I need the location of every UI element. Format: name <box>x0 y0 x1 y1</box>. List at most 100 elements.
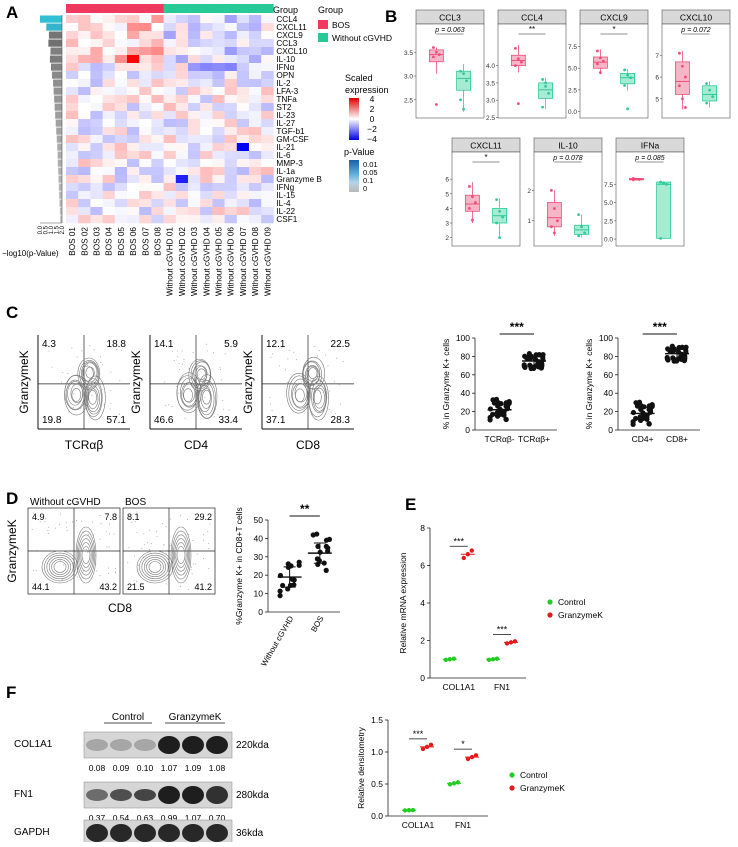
heatmap-cell <box>249 87 262 96</box>
chart-point <box>469 548 474 553</box>
dot-category: TCRαβ- <box>485 434 515 444</box>
heatmap-cell <box>175 151 189 160</box>
flow-d-dot <box>99 514 101 516</box>
heatmap-cell <box>212 71 225 80</box>
flow-d-contour <box>80 542 92 568</box>
flow-dot <box>270 356 272 358</box>
flow-q1-label: 12.1 <box>266 339 286 350</box>
heatmap-cell <box>261 79 274 88</box>
heatmap-cell <box>188 127 201 136</box>
boxplot-title: CXCL9 <box>600 13 628 23</box>
heatmap-cell <box>175 167 189 176</box>
pvalue-tick: 0.0 <box>38 225 44 234</box>
gene-label: IFNg <box>276 183 294 192</box>
boxplot-point <box>435 103 438 106</box>
dot-tick: 40 <box>254 533 264 543</box>
chart-category: COL1A1 <box>442 682 475 692</box>
flow-dot <box>61 381 63 383</box>
heatmap-cell <box>66 175 79 184</box>
heatmap-cell <box>90 71 103 80</box>
chart-point <box>465 756 471 762</box>
flow-d-dot <box>163 544 165 546</box>
heatmap-cell <box>90 39 103 48</box>
boxplot-point <box>495 198 498 202</box>
boxplot-frame <box>451 151 521 247</box>
heatmap-cell <box>114 79 128 88</box>
gene-label: CCL4 <box>276 15 297 24</box>
heatmap-cell <box>175 31 189 40</box>
boxplot-annotation: ** <box>529 25 535 34</box>
heatmap-cell <box>127 191 140 200</box>
flow-dot <box>189 379 191 381</box>
heatmap-cell <box>114 183 128 192</box>
flow-contour <box>311 380 328 414</box>
heatmap-cell <box>200 31 213 40</box>
pvalue-bar <box>56 135 62 143</box>
heatmap-cell <box>224 103 238 112</box>
heatmap-cell <box>139 87 152 96</box>
sample-label: BOS 06 <box>129 227 138 256</box>
heatmap-cell <box>212 111 225 120</box>
flow-d-dot <box>34 586 36 588</box>
heatmap-cell <box>78 151 91 160</box>
heatmap-cell <box>127 87 140 96</box>
blot-band <box>110 739 132 751</box>
gene-label: GM-CSF <box>276 135 308 144</box>
flow-d-dot <box>138 564 140 566</box>
heatmap-cell <box>102 31 116 40</box>
heatmap-cell <box>90 63 103 72</box>
heatmap-cell <box>236 159 250 168</box>
panel-letter-b: B <box>385 7 397 26</box>
flow-d-dot <box>46 554 48 556</box>
heatmap-cell <box>224 159 238 168</box>
heatmap-cell <box>66 95 79 104</box>
flow-dot <box>71 347 73 349</box>
flow-dot <box>213 416 215 418</box>
flow-d-dot <box>203 533 205 535</box>
dot-tick: 40 <box>604 388 614 398</box>
boxplot-tick: 0.0 <box>568 109 577 116</box>
flow-ylabel: GranzymeK <box>129 350 143 413</box>
heatmap-cell <box>163 207 177 216</box>
flow-d-contour <box>148 561 162 573</box>
boxplot-point <box>462 107 465 111</box>
heatmap-cell <box>102 215 116 224</box>
dot-point <box>285 561 291 567</box>
flow-d-q3: 44.1 <box>32 582 50 592</box>
pvalue-tick: 0 <box>363 184 367 193</box>
chart-tick: 6 <box>420 561 425 571</box>
flow-d-dot <box>128 517 130 519</box>
heatmap-cell <box>127 167 140 176</box>
heatmap-cell <box>114 31 128 40</box>
boxplot-annotation: * <box>484 153 487 162</box>
dot-category: BOS <box>309 615 325 634</box>
pvalue-bar <box>52 71 62 79</box>
flow-d-dot <box>192 539 194 541</box>
flow-dot <box>317 355 319 357</box>
flow-dot <box>183 360 185 362</box>
group-bar-cell <box>236 4 250 13</box>
flow-d-contour <box>175 542 187 568</box>
blot-band <box>134 824 156 842</box>
pvalue-title: p-Value <box>344 147 374 157</box>
heatmap-cell <box>163 127 177 136</box>
boxplot-point <box>498 209 501 213</box>
heatmap-cell <box>151 199 164 208</box>
heatmap-cell <box>102 135 116 144</box>
boxplot-tick: 3.0 <box>404 74 413 81</box>
blot-band <box>134 789 156 801</box>
heatmap-cell <box>212 87 225 96</box>
boxplot-tick: 3 <box>445 221 449 228</box>
boxplot-title: CCL3 <box>439 13 461 23</box>
heatmap-cell <box>139 135 152 144</box>
heatmap-cell <box>78 175 91 184</box>
flow-d-dot <box>190 566 192 568</box>
dot-point <box>277 593 283 599</box>
heatmap-cell <box>127 183 140 192</box>
flow-dot <box>102 364 104 366</box>
boxplot-point <box>517 102 520 106</box>
heatmap-cell <box>102 79 116 88</box>
sample-label: Without cGVHD 02 <box>178 227 187 297</box>
heatmap-cell <box>236 79 250 88</box>
